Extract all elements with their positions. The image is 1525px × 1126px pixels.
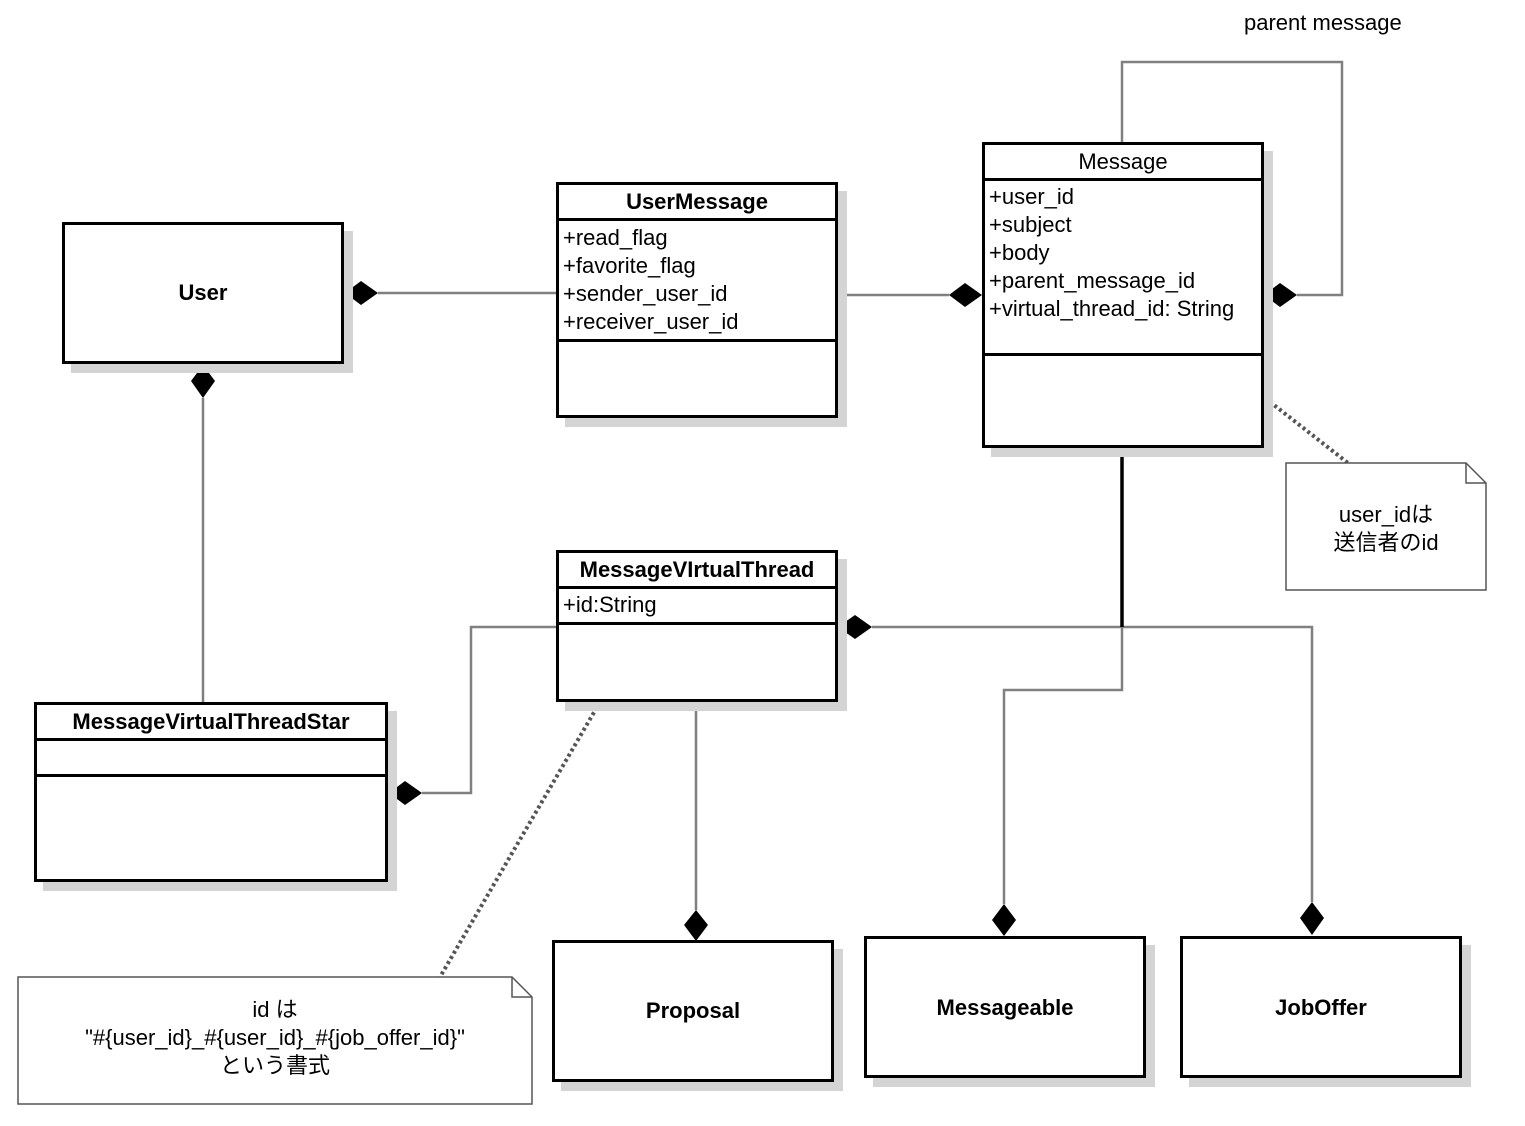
attribute: +parent_message_id [989,268,1196,293]
attribute: +receiver_user_id [563,309,739,334]
note-shape [1285,462,1487,591]
class-name: UserMessage [559,185,835,221]
composition-diamond-icon [191,365,215,398]
attributes-compartment [37,741,385,777]
class-name: MessageVirtualThreadStar [37,705,385,741]
class-name: Messageable [936,995,1074,1020]
class-name: MessageVIrtualThread [559,553,835,589]
class-message[interactable]: Message +user_id +subject +body +parent_… [982,142,1264,448]
composition-diamond-icon [1300,902,1324,935]
attributes-compartment: +id:String [559,589,835,625]
attribute: +id:String [563,592,657,617]
note-line: という書式 [219,1052,330,1078]
connector-message-messageable [1002,447,1124,904]
composition-diamond-icon [389,781,422,805]
composition-diamond-icon [992,904,1016,936]
attribute: +virtual_thread_id: String [989,296,1235,321]
attributes-compartment: +user_id +subject +body +parent_message_… [985,181,1261,356]
class-message-virtual-thread[interactable]: MessageVIrtualThread +id:String [556,550,838,702]
class-message-virtual-thread-star[interactable]: MessageVirtualThreadStar [34,702,388,882]
composition-diamond-icon [949,283,982,307]
class-name: Message [985,145,1261,181]
note-link-id-format [438,700,602,979]
composition-diamond-icon [838,615,872,639]
class-messageable[interactable]: Messageable [864,936,1146,1078]
attribute: +favorite_flag [563,253,696,278]
note-id-format: id は "#{user_id}_#{user_id}_#{job_offer_… [18,977,532,1104]
note-link-user-id [1263,396,1350,465]
note-user-id: user_idは 送信者のid [1286,463,1486,590]
connector-thread-star [422,625,556,795]
parent-message-label: parent message [1244,10,1402,35]
class-job-offer[interactable]: JobOffer [1180,936,1462,1078]
note-line: id は [252,996,298,1022]
attribute: +subject [989,212,1072,237]
note-line: user_idは [1338,501,1434,527]
note-line: "#{user_id}_#{user_id}_#{job_offer_id}" [85,1024,465,1050]
connector-message-parent [1120,60,1344,297]
composition-diamond-icon [684,910,708,941]
attributes-compartment: +read_flag +favorite_flag +sender_user_i… [559,221,835,342]
composition-diamond-icon [345,281,378,305]
composition-diamond-icon [1264,283,1297,307]
class-user[interactable]: User [62,222,344,364]
attribute: +read_flag [563,225,668,250]
attribute: +body [989,240,1050,265]
note-line: 送信者のid [1333,529,1439,555]
class-name: JobOffer [1275,995,1367,1020]
attribute: +user_id [989,184,1075,209]
connector-thread-joboffer [872,625,1314,902]
class-name: User [178,280,228,305]
class-user-message[interactable]: UserMessage +read_flag +favorite_flag +s… [556,182,838,418]
class-name: Proposal [645,998,741,1023]
attribute: +sender_user_id [563,281,728,306]
class-proposal[interactable]: Proposal [552,940,834,1082]
note-shape [17,976,533,1105]
